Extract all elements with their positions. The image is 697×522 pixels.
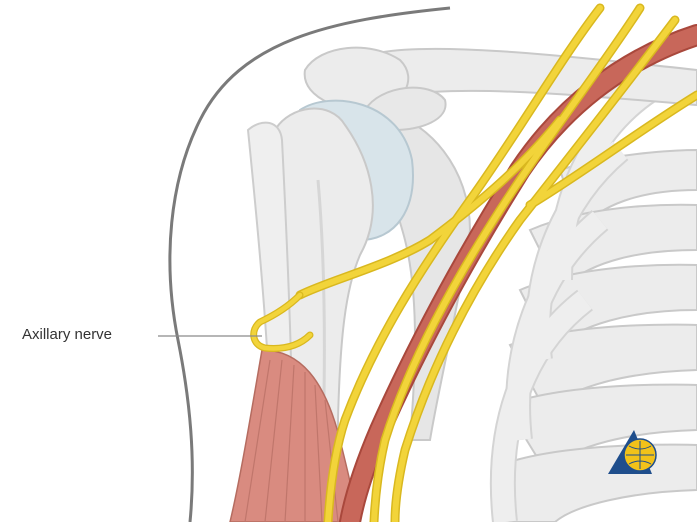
axillary-nerve-label: Axillary nerve [22,326,112,343]
